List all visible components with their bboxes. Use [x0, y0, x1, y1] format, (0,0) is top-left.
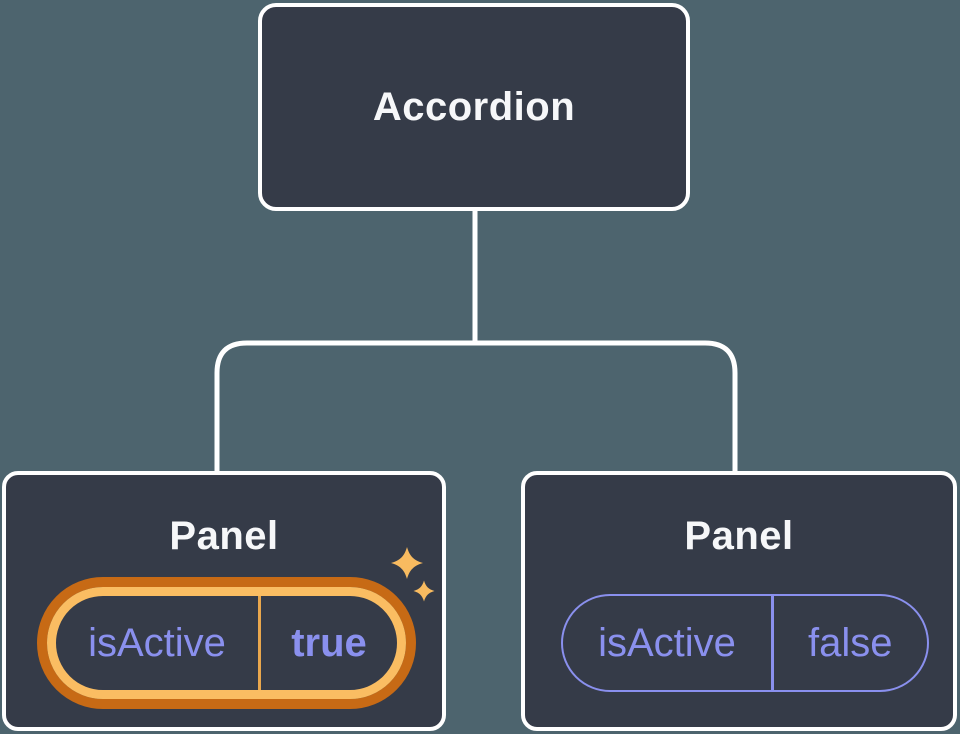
pill-divider: [258, 596, 261, 690]
panel-node-label: Panel: [169, 514, 279, 558]
panel-node-label: Panel: [684, 514, 794, 558]
branch-line: [214, 340, 738, 473]
state-value: true: [291, 620, 367, 665]
pill-divider: [771, 596, 774, 690]
sparkle-icon: [391, 547, 435, 602]
component-node-panel-active: Panel isActive true: [2, 471, 446, 731]
root-node-label: Accordion: [372, 84, 576, 129]
state-key: isActive: [88, 620, 226, 665]
state-value: false: [808, 620, 893, 665]
component-node-panel-inactive: Panel isActive false: [521, 471, 957, 731]
state-pill-active: isActive true: [37, 577, 416, 709]
state-pill-inactive: isActive false: [561, 594, 929, 692]
sparkle-small: [413, 580, 435, 602]
state-pill-inner-ring: isActive true: [47, 587, 406, 699]
state-key: isActive: [598, 620, 736, 665]
component-node-root: Accordion: [258, 3, 690, 211]
sparkle-large: [391, 547, 423, 579]
